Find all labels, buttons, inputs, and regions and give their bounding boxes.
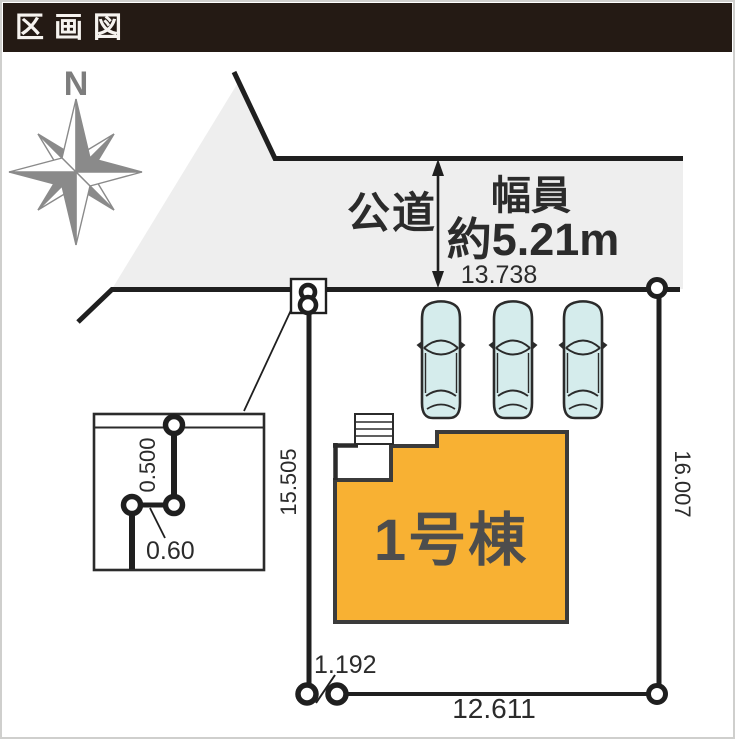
southwest-dim-label: 1.192 xyxy=(314,651,377,679)
page-title: 区画図 xyxy=(15,10,133,44)
west-dim-label: 15.505 xyxy=(276,448,301,515)
east-dim-label: 16.007 xyxy=(670,450,695,517)
road-name-label: 公道 xyxy=(347,190,437,238)
road-south-edge xyxy=(76,287,680,324)
building-1 xyxy=(333,430,569,624)
detail-inset: 0.500 0.60 xyxy=(92,412,266,572)
boundary-point xyxy=(295,682,319,706)
road-width-label-line1: 幅員 xyxy=(491,174,571,218)
boundary-point xyxy=(325,682,349,706)
car-icon xyxy=(487,300,539,420)
boundary-point xyxy=(646,683,668,705)
car-icon xyxy=(415,300,467,420)
compass-rose xyxy=(8,98,143,246)
inset-vertical-dim: 0.500 xyxy=(135,437,160,492)
north-label: N xyxy=(64,65,89,103)
road-width-arrow xyxy=(432,159,444,288)
frontage-dim: 13.738 xyxy=(461,261,537,289)
road-north-edge xyxy=(231,70,683,161)
south-dim-label: 12.611 xyxy=(452,693,536,724)
header-bar: 区画図 xyxy=(3,3,732,52)
inset-leader-line xyxy=(243,307,293,412)
road-width-label-line2: 約5.21m xyxy=(447,214,620,265)
boundary-point xyxy=(646,277,668,299)
road-area xyxy=(112,81,683,289)
boundary-marker-8 xyxy=(289,277,328,316)
inset-horizontal-dim: 0.60 xyxy=(146,537,195,565)
building-label: 1号棟 xyxy=(374,508,528,573)
entrance-steps xyxy=(354,413,394,445)
entrance-porch xyxy=(333,443,358,480)
southwest-tick xyxy=(315,674,336,704)
car-icon xyxy=(557,300,609,420)
